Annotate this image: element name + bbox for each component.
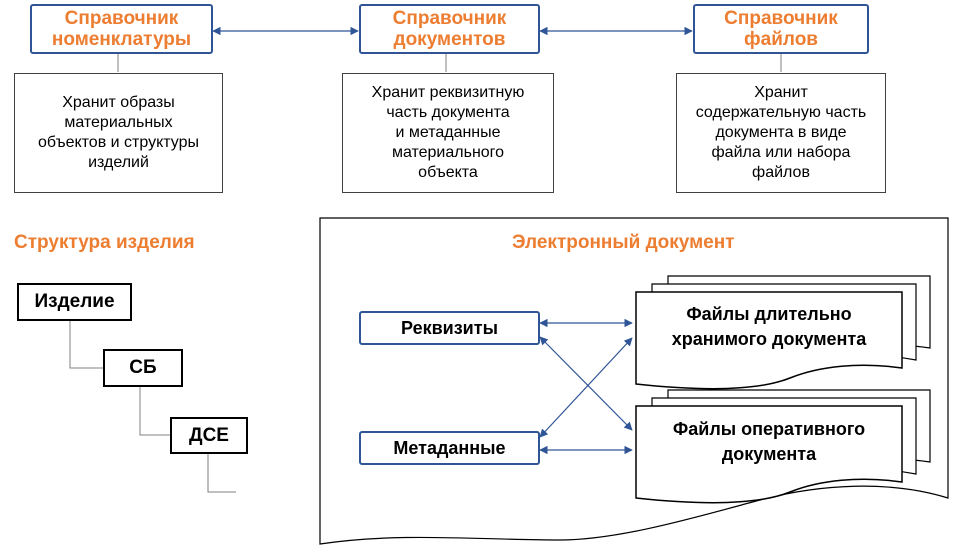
requisites-box: Реквизиты (359, 311, 540, 345)
metadata-box: Метаданные (359, 431, 540, 465)
tree-node-assembly: СБ (103, 349, 183, 387)
nomenclature-directory-header: Справочник номенклатуры (30, 4, 213, 54)
nomenclature-description: Хранит образы материальных объектов и ст… (14, 73, 223, 193)
electronic-document-title: Электронный документ (512, 232, 735, 253)
tree-node-product: Изделие (17, 283, 132, 321)
operational-files-stack (635, 389, 931, 504)
long-term-files-stack (635, 275, 931, 390)
files-directory-header: Справочник файлов (693, 4, 869, 54)
documents-description: Хранит реквизитную часть документа и мет… (342, 73, 554, 193)
product-structure-title: Структура изделия (14, 232, 195, 253)
link-metadata-longterm (539, 337, 633, 438)
documents-directory-header: Справочник документов (359, 4, 540, 54)
tree-connector-3 (207, 453, 236, 493)
files-description: Хранит содержательную часть документа в … (676, 73, 886, 193)
electronic-document-frame (319, 217, 949, 545)
operational-files-label: Файлы оперативного документа (672, 419, 866, 464)
tree-connector-1 (69, 320, 103, 369)
tree-connector-2 (139, 386, 170, 436)
tree-node-part: ДСЕ (170, 417, 248, 454)
long-term-files-label: Файлы длительно хранимого документа (671, 304, 867, 349)
